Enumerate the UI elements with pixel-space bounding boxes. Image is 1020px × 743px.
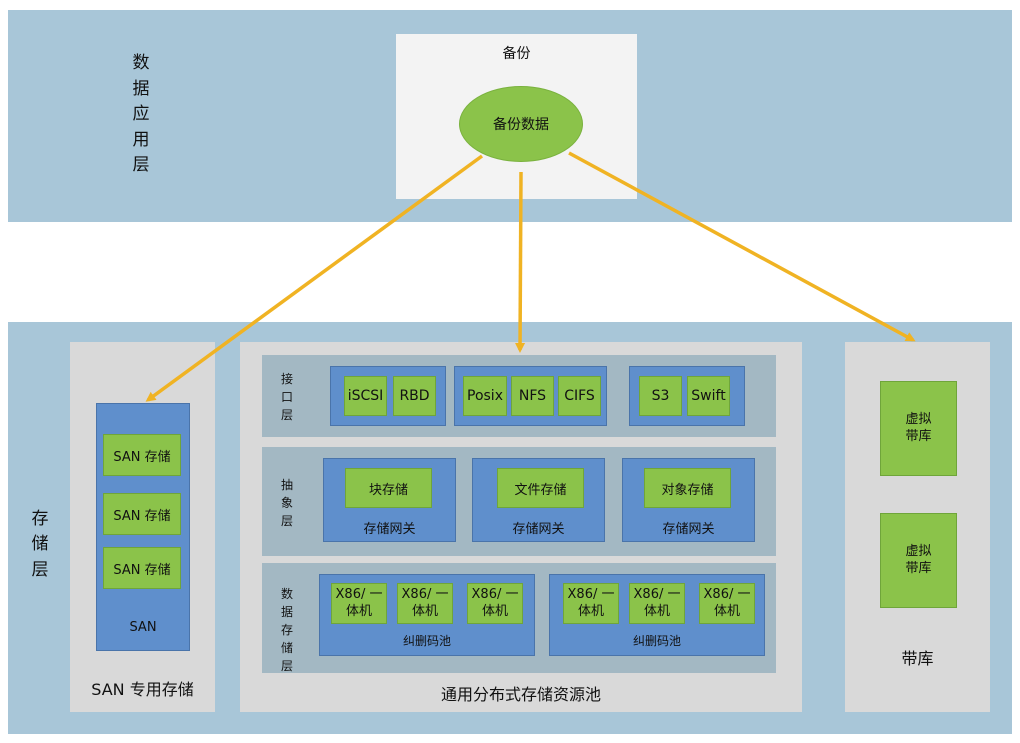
x86-node-1-3: X86/ 一体机	[467, 583, 523, 624]
tape-panel-title: 带库	[901, 649, 934, 668]
storage-layer-label: 存储层	[31, 508, 49, 580]
protocol-swift: Swift	[687, 376, 730, 416]
erasure-pool-1-label: 纠删码池	[402, 633, 451, 648]
file-storage: 文件存储	[497, 468, 584, 508]
file-gateway-label: 存储网关	[512, 521, 565, 537]
arrow-to-tape	[568, 151, 916, 342]
x86-node-1-2: X86/ 一体机	[397, 583, 453, 624]
data-storage-layer-label: 数据存储层	[280, 587, 293, 673]
protocol-posix: Posix	[463, 376, 507, 416]
interface-layer-label: 接口层	[280, 372, 293, 422]
x86-node-2-1: X86/ 一体机	[563, 583, 619, 624]
backup-data-node: 备份数据	[459, 86, 583, 162]
backup-box-title: 备份	[502, 46, 531, 62]
app-layer-label: 数据应用层	[132, 53, 150, 176]
x86-node-2-2: X86/ 一体机	[629, 583, 685, 624]
general-pool-title: 通用分布式存储资源池	[440, 685, 601, 704]
protocol-nfs: NFS	[511, 376, 554, 416]
san-storage-1: SAN 存储	[103, 434, 181, 476]
protocol-iscsi: iSCSI	[344, 376, 387, 416]
erasure-pool-2-label: 纠删码池	[632, 633, 681, 648]
arrow-to-general-pool	[515, 171, 526, 353]
virtual-tape-1: 虚拟 带库	[880, 381, 957, 476]
protocol-s3: S3	[639, 376, 682, 416]
san-panel-title: SAN 专用存储	[91, 680, 194, 699]
block-storage: 块存储	[345, 468, 432, 508]
x86-node-2-3: X86/ 一体机	[699, 583, 755, 624]
protocol-rbd: RBD	[393, 376, 436, 416]
arrow-to-san	[145, 154, 484, 402]
san-block-label: SAN	[129, 619, 157, 635]
x86-node-1-1: X86/ 一体机	[331, 583, 387, 624]
san-storage-3: SAN 存储	[103, 547, 181, 589]
virtual-tape-2: 虚拟 带库	[880, 513, 957, 608]
abstraction-layer-label: 抽象层	[280, 478, 293, 528]
block-gateway-label: 存储网关	[363, 521, 416, 537]
san-storage-2: SAN 存储	[103, 493, 181, 535]
object-storage: 对象存储	[644, 468, 731, 508]
object-gateway-label: 存储网关	[662, 521, 715, 537]
protocol-cifs: CIFS	[558, 376, 601, 416]
